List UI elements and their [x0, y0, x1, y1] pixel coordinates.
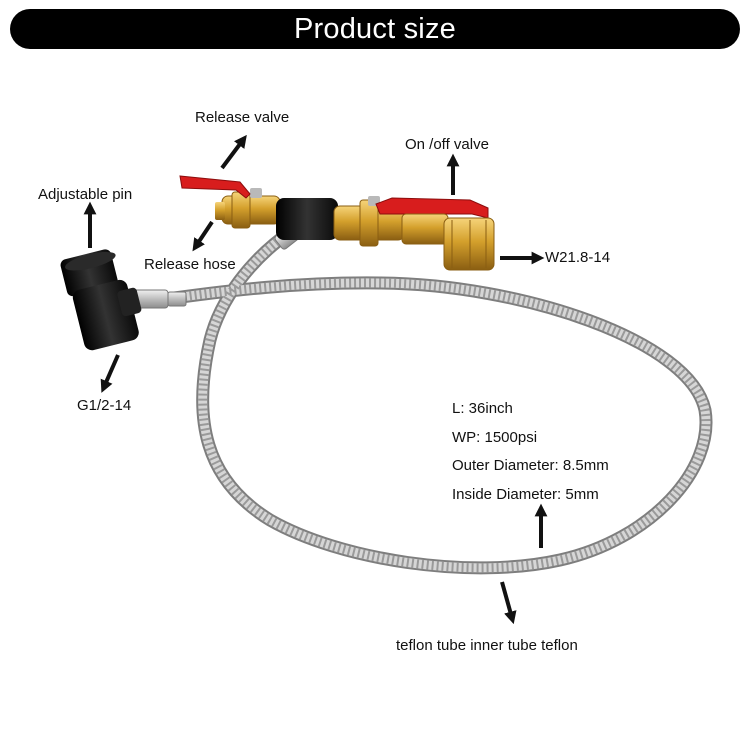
label-w21-thread: W21.8-14	[545, 249, 611, 266]
hose-spec-list: L: 36inch WP: 1500psi Outer Diameter: 8.…	[452, 399, 609, 513]
label-adjustable-pin: Adjustable pin	[38, 186, 133, 203]
spec-working-pressure: WP: 1500psi	[452, 428, 538, 446]
arrow-up-right-icon	[220, 134, 247, 170]
label-release-valve: Release valve	[195, 109, 290, 126]
braided-hose	[153, 225, 713, 575]
spec-length: L: 36inch	[452, 400, 513, 417]
label-release-hose: Release hose	[144, 256, 236, 273]
page-title: Product size	[294, 12, 456, 45]
arrow-down-right-icon	[500, 581, 517, 625]
label-hose-material: teflon tube inner tube teflon	[396, 637, 578, 654]
release-valve	[179, 175, 281, 229]
arrow-down-left-icon	[192, 220, 214, 252]
label-g12-thread: G1/2-14	[77, 397, 132, 414]
arrow-down-left-icon	[100, 354, 120, 393]
center-coupling	[276, 198, 338, 240]
adjustable-pin-adapter	[60, 249, 142, 351]
title-banner: Product size	[10, 9, 740, 49]
label-on-off-valve: On /off valve	[405, 136, 489, 153]
on-off-valve	[333, 196, 495, 271]
spec-inside-diameter: Inside Diameter: 5mm	[452, 485, 599, 503]
spec-outer-diameter: Outer Diameter: 8.5mm	[452, 457, 609, 474]
